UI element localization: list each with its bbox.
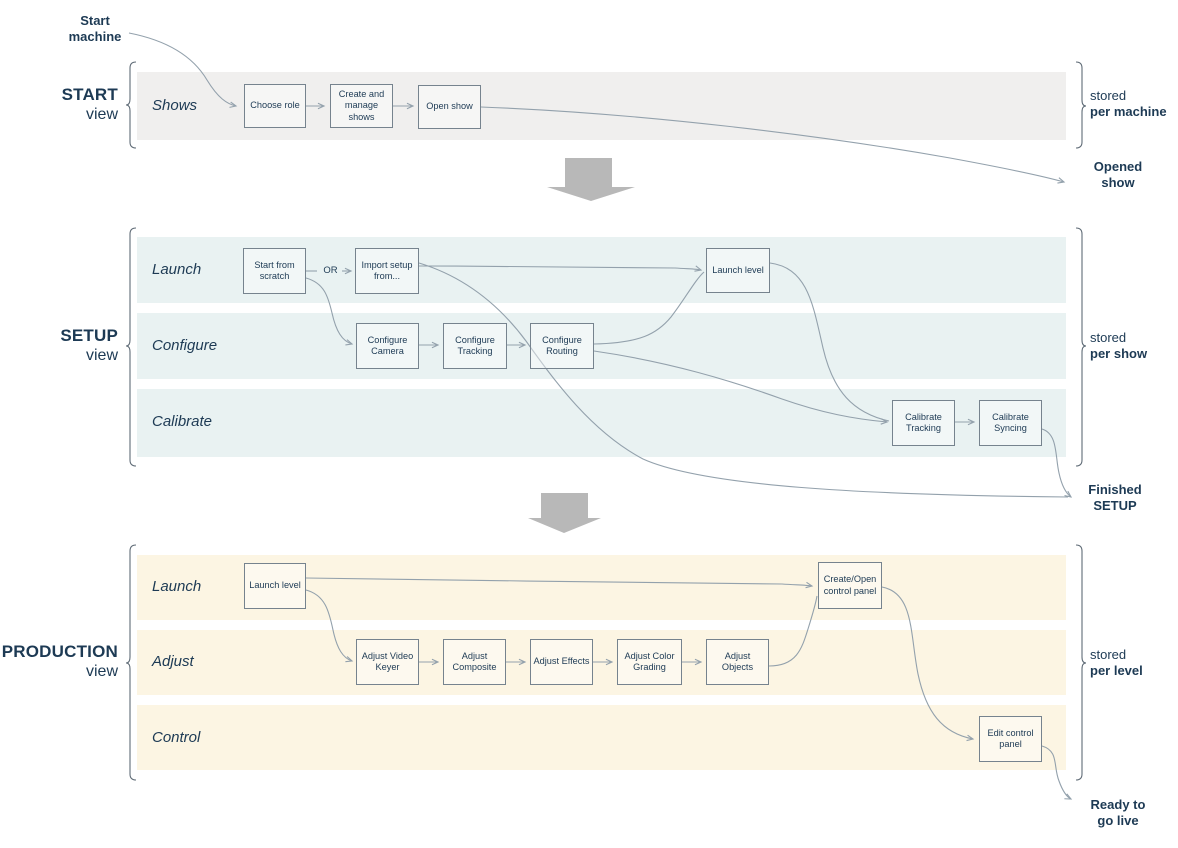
lane-label-prod-launch: Launch (152, 578, 202, 595)
node-calibrate-syncing: Calibrate Syncing (979, 400, 1042, 446)
stored-scope: per machine (1090, 104, 1167, 119)
stored-scope: per show (1090, 346, 1148, 361)
node-adjust-effects: Adjust Effects (530, 639, 593, 685)
brace-left-start (125, 61, 137, 149)
node-open-show: Open show (418, 85, 481, 129)
node-start-from-scratch: Start from scratch (243, 248, 306, 294)
brace-right-start (1075, 61, 1087, 149)
section-title-start-view: view (85, 106, 118, 123)
node-adjust-video-keyer: Adjust Video Keyer (356, 639, 419, 685)
section-title-setup-name: SETUP (60, 326, 118, 345)
section-title-setup-view: view (85, 347, 118, 364)
lane-band-setup-configure (137, 313, 1066, 379)
section-title-start-name: START (61, 85, 118, 104)
node-choose-role: Choose role (244, 84, 306, 128)
stored-prefix: stored (1090, 647, 1127, 662)
annotation-finished-setup: Finished SETUP (1088, 482, 1142, 513)
lane-band-production-control (137, 705, 1066, 770)
brace-left-production (125, 544, 137, 781)
lane-label-adjust: Adjust (152, 653, 194, 670)
block-arrow-setup-to-production (528, 493, 601, 533)
section-title-production-name: PRODUCTION (1, 642, 118, 661)
annotation-opened-show: Opened show (1093, 159, 1143, 190)
node-adjust-composite: Adjust Composite (443, 639, 506, 685)
brace-left-setup (125, 227, 137, 467)
lane-label-launch: Launch (152, 261, 202, 278)
lane-label-shows: Shows (152, 97, 198, 114)
node-configure-camera: Configure Camera (356, 323, 419, 369)
lane-band-production-adjust (137, 630, 1066, 695)
stored-prefix: stored (1090, 330, 1127, 345)
brace-right-setup (1075, 227, 1087, 467)
node-calibrate-tracking: Calibrate Tracking (892, 400, 955, 446)
node-edit-control-panel: Edit control panel (979, 716, 1042, 762)
node-configure-routing: Configure Routing (530, 323, 594, 369)
node-configure-tracking: Configure Tracking (443, 323, 507, 369)
brace-right-production (1075, 544, 1087, 781)
lane-label-configure: Configure (152, 337, 218, 354)
section-title-production-view: view (85, 663, 118, 680)
or-connector-label: OR (323, 265, 338, 276)
stored-per-level: stored per level (1090, 647, 1178, 679)
node-adjust-objects: Adjust Objects (706, 639, 769, 685)
block-arrow-start-to-setup (547, 158, 635, 201)
section-title-setup: SETUP view (0, 326, 118, 366)
section-title-production: PRODUCTION view (0, 642, 118, 682)
annotation-ready-go-live: Ready to go live (1090, 797, 1146, 828)
stored-prefix: stored (1090, 88, 1127, 103)
node-create-manage-shows: Create and manage shows (330, 84, 393, 128)
node-launch-level-production: Launch level (244, 563, 306, 609)
node-import-setup: Import setup from... (355, 248, 419, 294)
node-launch-level-setup: Launch level (706, 248, 770, 293)
lane-label-calibrate: Calibrate (152, 413, 213, 430)
annotation-start-machine: Start machine (68, 13, 122, 44)
section-title-start: START view (0, 85, 118, 125)
stored-scope: per level (1090, 663, 1143, 678)
lane-label-control: Control (152, 729, 201, 746)
node-create-open-control-panel: Create/Open control panel (818, 562, 882, 609)
stored-per-show: stored per show (1090, 330, 1178, 362)
stored-per-machine: stored per machine (1090, 88, 1178, 120)
node-adjust-color-grading: Adjust Color Grading (617, 639, 682, 685)
